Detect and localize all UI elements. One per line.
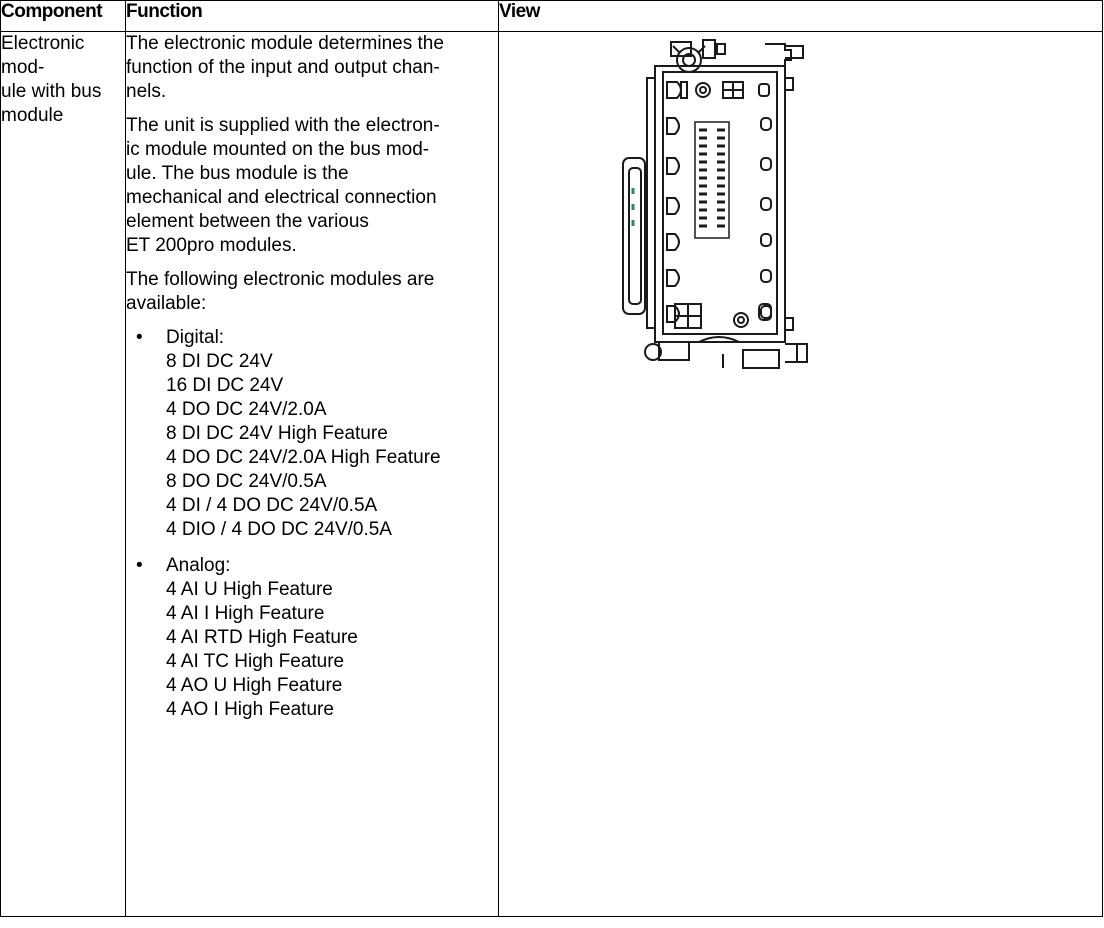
list-item-label: Digital: <box>166 327 225 348</box>
header-row: Component Function View <box>0 0 1103 32</box>
module-variant: 8 DO DC 24V/0.5A <box>166 471 327 492</box>
list-item-label: Analog: <box>166 555 231 576</box>
module-variant: 4 AI RTD High Feature <box>166 627 358 648</box>
module-variant: 4 DO DC 24V/2.0A <box>166 399 327 420</box>
module-variant: 4 AI U High Feature <box>166 579 333 600</box>
list-item: • Analog: 4 AI U High Feature 4 AI I High F… <box>126 554 498 722</box>
module-variant: 8 DI DC 24V High Feature <box>166 423 388 444</box>
module-variant: 4 AI I High Feature <box>166 603 325 624</box>
electronic-module-drawing <box>622 39 808 369</box>
module-variant: 4 AO I High Feature <box>166 699 334 720</box>
module-variant: 4 DO DC 24V/2.0A High Feature <box>166 447 441 468</box>
module-variant: 4 AI TC High Feature <box>166 651 345 672</box>
header-function: Function <box>125 0 499 32</box>
bullet-icon: • <box>136 327 143 348</box>
module-type-list: • Digital: 8 DI DC 24V 16 DI DC 24V 4 DO DC … <box>126 326 498 722</box>
module-variant: 4 DI / 4 DO DC 24V/0.5A <box>166 495 378 516</box>
header-view: View <box>498 0 1103 32</box>
header-component: Component <box>0 0 126 32</box>
module-variant: 4 AO U High Feature <box>166 675 343 696</box>
component-name: Electronic mod- ule with bus module <box>1 33 102 126</box>
component-cell: Electronic mod- ule with bus module <box>0 31 126 917</box>
view-cell <box>498 31 1103 917</box>
module-variant: 16 DI DC 24V <box>166 375 284 396</box>
bullet-icon: • <box>136 555 143 576</box>
module-variant: 4 DIO / 4 DO DC 24V/0.5A <box>166 519 392 540</box>
function-paragraph-3: The following electronic modules are ava… <box>126 269 435 314</box>
function-cell: The electronic module determines the fun… <box>125 31 499 917</box>
list-item: • Digital: 8 DI DC 24V 16 DI DC 24V 4 DO DC … <box>126 326 498 542</box>
function-paragraph-2: The unit is supplied with the electron- … <box>126 115 440 256</box>
module-variant: 8 DI DC 24V <box>166 351 273 372</box>
function-paragraph-1: The electronic module determines the fun… <box>126 33 444 102</box>
table-row: Electronic mod- ule with bus module The … <box>0 31 1103 917</box>
function-paragraphs: The electronic module determines the fun… <box>126 32 498 316</box>
